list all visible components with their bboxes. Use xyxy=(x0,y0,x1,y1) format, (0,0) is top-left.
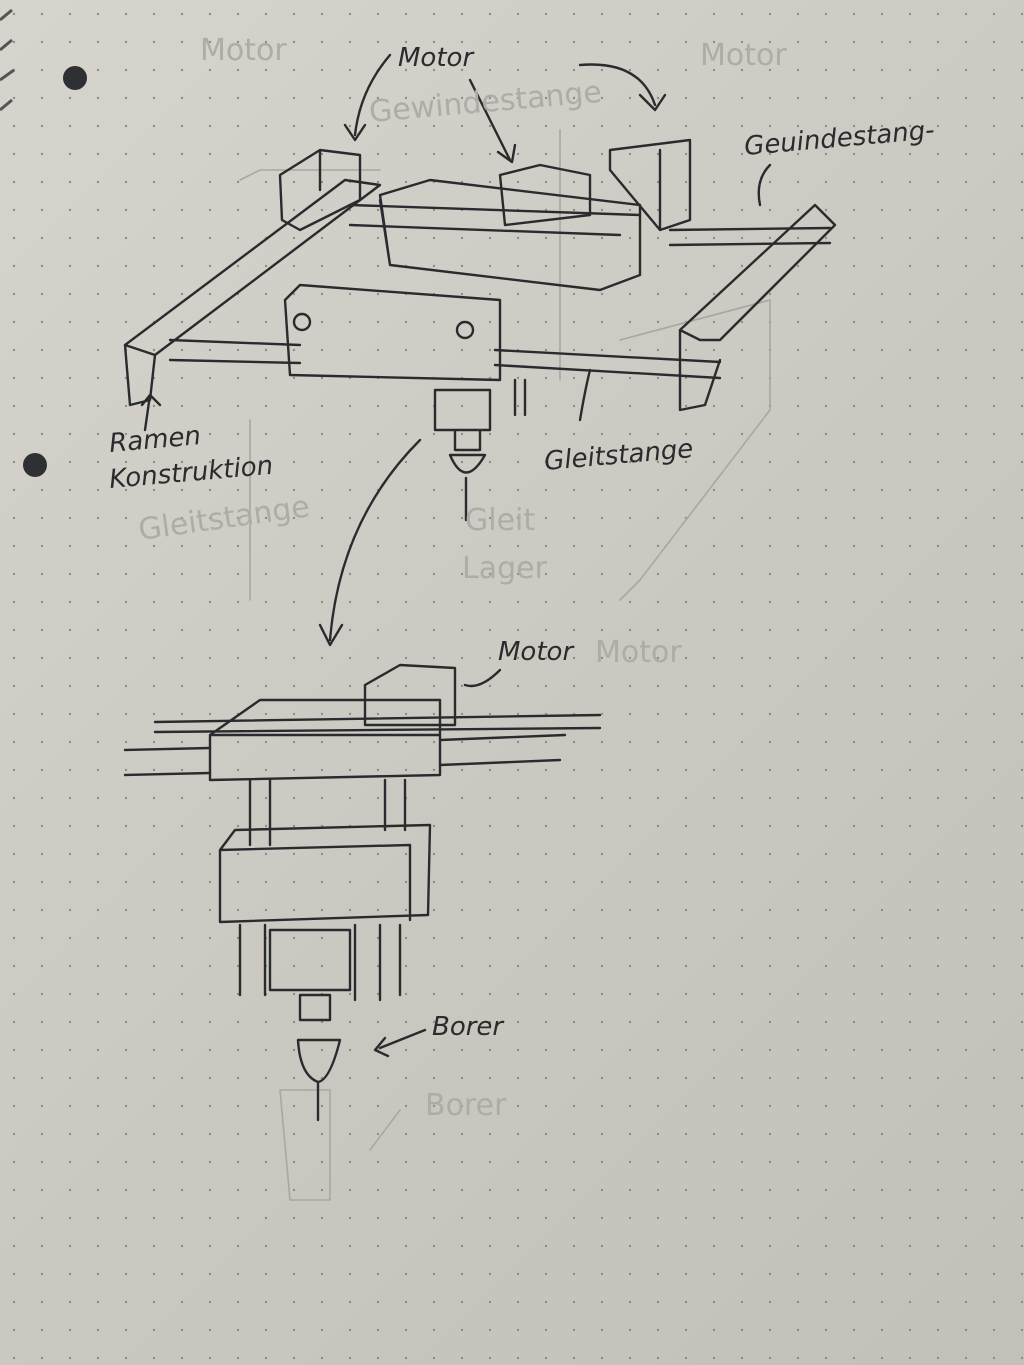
label-borer: Borer xyxy=(432,1012,505,1042)
label-motor-lower: Motor xyxy=(498,637,575,667)
faint-label-motor-lower: Motor xyxy=(595,635,682,670)
gantry-assembly xyxy=(123,138,837,522)
punch-hole xyxy=(23,453,47,477)
spindle-detail xyxy=(123,663,602,1122)
label-motor-top: Motor xyxy=(398,43,475,73)
faint-label-borer: Borer xyxy=(425,1088,507,1123)
punch-hole xyxy=(63,66,87,90)
pencil-ghost-sketch xyxy=(239,129,771,1201)
spiral-binding xyxy=(0,8,15,112)
faint-label-lager: Lager xyxy=(462,551,548,586)
faint-label-motor-left: Motor xyxy=(200,33,287,68)
faint-label-motor-right: Motor xyxy=(700,38,787,73)
label-arrows xyxy=(140,53,772,1058)
faint-label-gleit: Gleit xyxy=(465,503,535,538)
